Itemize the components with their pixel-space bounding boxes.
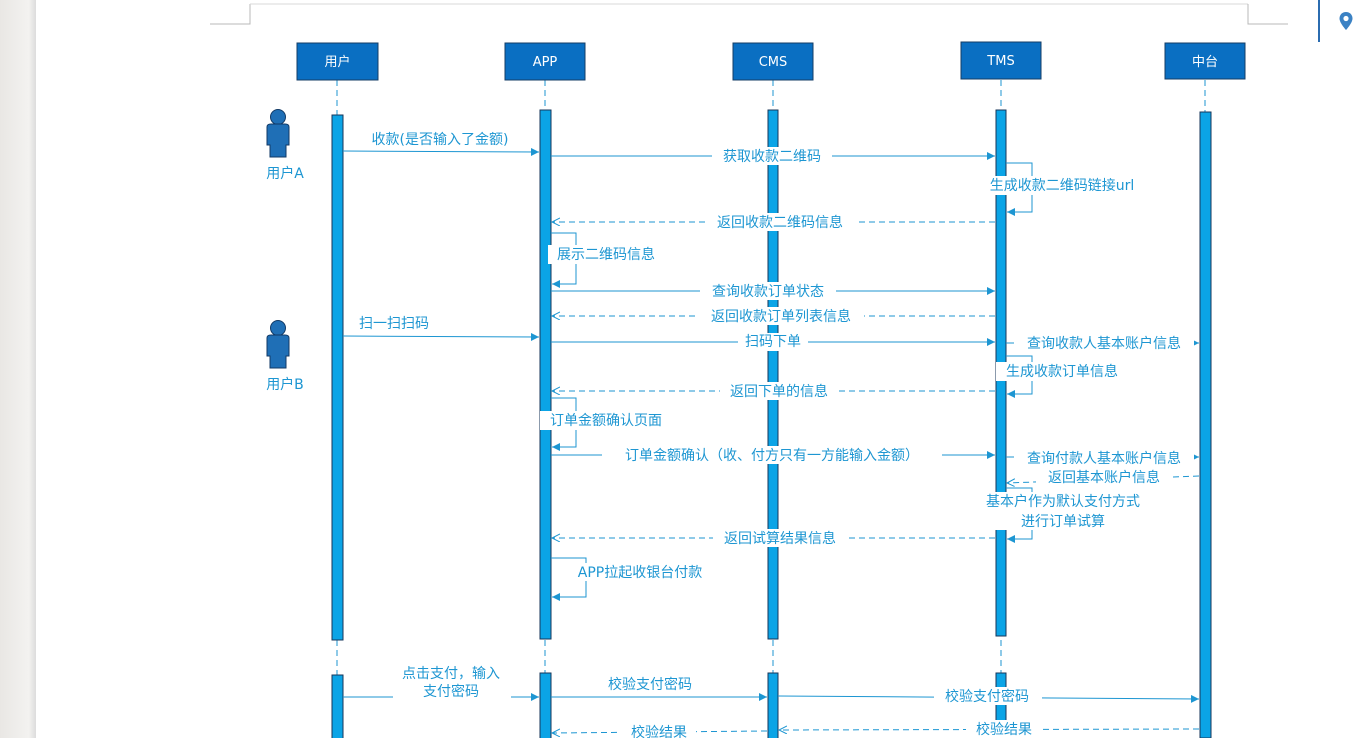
participant-app: APP [504, 42, 586, 81]
message-label: 订单金额确认页面 [550, 413, 662, 429]
participant-label: 中台 [1192, 55, 1218, 70]
message-label: 校验支付密码 [945, 688, 1029, 705]
actor-label: 用户B [266, 376, 304, 393]
participant-cms: CMS [732, 42, 814, 81]
message-label: APP拉起收银台付款 [578, 565, 702, 581]
document-page [36, 0, 1372, 738]
message-m21: 校验支付密码 [551, 676, 767, 701]
person-icon [266, 320, 290, 369]
message-m23: 校验结果 [779, 720, 1200, 738]
message-m3: 生成收款二维码链接url [978, 162, 1150, 216]
message-label: 点击支付，输入 [402, 666, 500, 682]
message-m9: 扫码下单 [551, 333, 995, 351]
participant-label: CMS [759, 55, 788, 70]
message-m6: 查询收款订单状态 [551, 282, 995, 300]
message-label: 返回基本账户信息 [1048, 469, 1160, 486]
activation-cms-1 [767, 109, 779, 640]
participant-mid: 中台 [1164, 42, 1246, 80]
participant-label: 用户 [324, 54, 350, 70]
participant-label: TMS [986, 54, 1014, 69]
message-label: 校验支付密码 [608, 676, 692, 693]
message-m11: 生成收款订单信息 [996, 355, 1128, 398]
message-label: 扫一扫扫码 [359, 316, 429, 332]
message-label: 查询收款人基本账户信息 [1027, 335, 1181, 352]
person-icon [266, 109, 290, 158]
message-m12: 返回下单的信息 [552, 382, 995, 400]
message-m16: 返回基本账户信息 [1007, 469, 1200, 486]
message-m1: 收款(是否输入了金额) [342, 132, 540, 156]
message-m13: 订单金额确认页面 [540, 397, 672, 451]
message-m2: 获取收款二维码 [551, 147, 995, 165]
actor-a: 用户A [266, 109, 304, 182]
message-label: 扫码下单 [745, 334, 801, 350]
message-label: 基本户作为默认支付方式 [986, 493, 1140, 510]
message-m4: 返回收款二维码信息 [552, 213, 995, 231]
activation-mid-1 [1199, 111, 1212, 738]
message-label: 获取收款二维码 [723, 149, 821, 165]
message-label: 查询付款人基本账户信息 [1027, 450, 1181, 467]
message-label: 订单金额确认（收、付方只有一方能输入金额） [625, 448, 919, 464]
message-m5: 展示二维码信息 [548, 232, 666, 288]
message-label: 返回下单的信息 [730, 383, 828, 400]
message-m10: 查询收款人基本账户信息 [1006, 334, 1199, 352]
activation-tms-2 [995, 672, 1007, 738]
message-m19: APP拉起收银台付款 [551, 557, 711, 601]
message-m17: 基本户作为默认支付方式 进行订单试算 [972, 487, 1154, 543]
message-m18: 返回试算结果信息 [552, 529, 995, 547]
message-label: 返回试算结果信息 [724, 530, 836, 547]
message-label: 生成收款订单信息 [1006, 363, 1118, 380]
activation-user-1 [331, 114, 344, 641]
message-label: 支付密码 [423, 683, 479, 700]
message-label: 进行订单试算 [1021, 514, 1105, 530]
message-label: 收款(是否输入了金额) [372, 132, 509, 148]
message-label: 查询收款订单状态 [712, 284, 824, 300]
window-left-edge [0, 0, 36, 738]
activation-user-2 [331, 674, 344, 738]
participant-user: 用户 [296, 42, 379, 81]
activation-app-1 [539, 109, 552, 640]
message-m24: 校验结果 [552, 723, 768, 738]
message-m7: 返回收款订单列表信息 [552, 307, 995, 325]
message-label: 生成收款二维码链接url [990, 177, 1135, 194]
message-label: 展示二维码信息 [557, 246, 655, 263]
actor-b: 用户B [266, 320, 304, 393]
message-label: 返回收款二维码信息 [717, 214, 843, 231]
participant-tms: TMS [960, 41, 1042, 80]
message-m14: 订单金额确认（收、付方只有一方能输入金额） [551, 446, 995, 464]
activation-cms-2 [767, 672, 779, 738]
message-m15: 查询付款人基本账户信息 [1006, 449, 1199, 467]
activation-app-2 [539, 672, 552, 738]
activations-upper [331, 109, 1212, 738]
message-m20: 点击支付，输入 支付密码 [343, 664, 539, 701]
location-button[interactable] [1318, 0, 1372, 42]
message-m8: 扫一扫扫码 [342, 316, 540, 341]
actor-label: 用户A [266, 165, 304, 182]
activations-lower [331, 672, 1007, 738]
participant-label: APP [533, 55, 558, 70]
message-label: 返回收款订单列表信息 [711, 308, 851, 325]
map-pin-icon [1339, 12, 1353, 30]
message-label: 校验结果 [631, 724, 687, 738]
message-m22: 校验支付密码 [777, 687, 1200, 705]
message-label: 校验结果 [976, 721, 1032, 738]
